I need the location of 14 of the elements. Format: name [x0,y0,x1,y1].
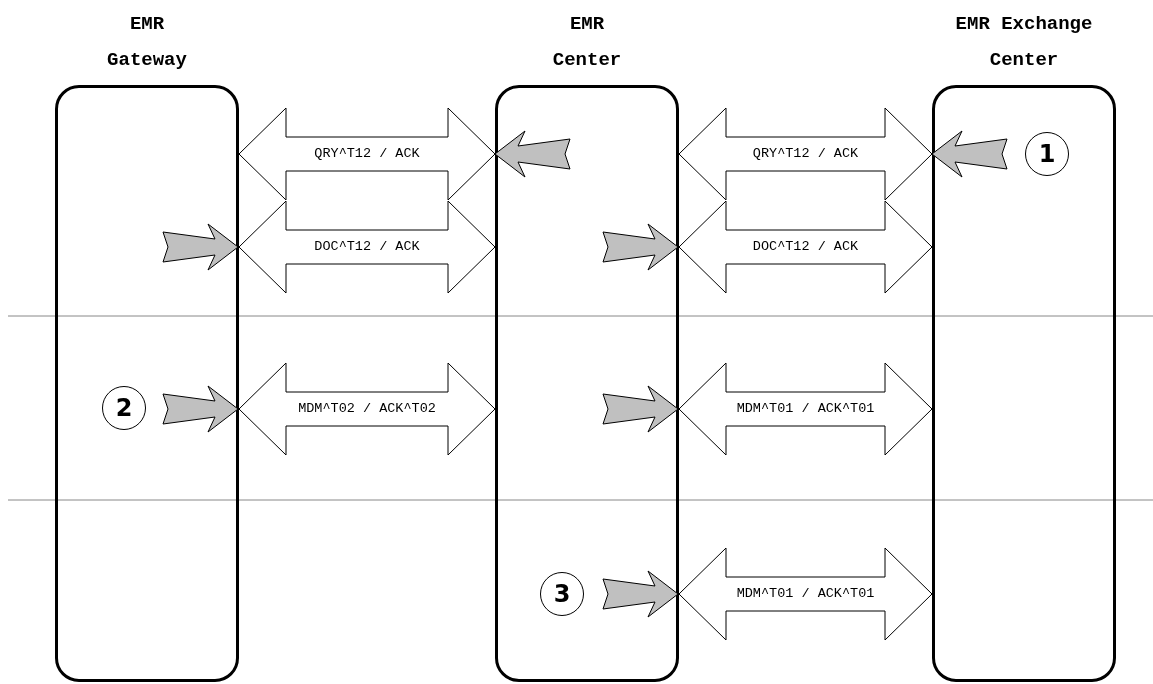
lane-title: EMR Exchange Center [954,12,1094,73]
step-number-circle: 2 [102,386,146,430]
step-number-circle: 1 [1025,132,1069,176]
lane-title: EMR Center [551,12,623,73]
lane-title: EMR Gateway [106,12,188,73]
step-number-circle: 3 [540,572,584,616]
double-block-arrow [238,362,496,456]
double-block-arrow [678,200,933,294]
double-block-arrow [678,107,933,201]
double-block-arrow [678,547,933,641]
message-label: QRY^T12 / ACK [311,146,423,162]
double-block-arrow [238,200,496,294]
double-block-arrow [678,362,933,456]
double-block-arrow [238,107,496,201]
